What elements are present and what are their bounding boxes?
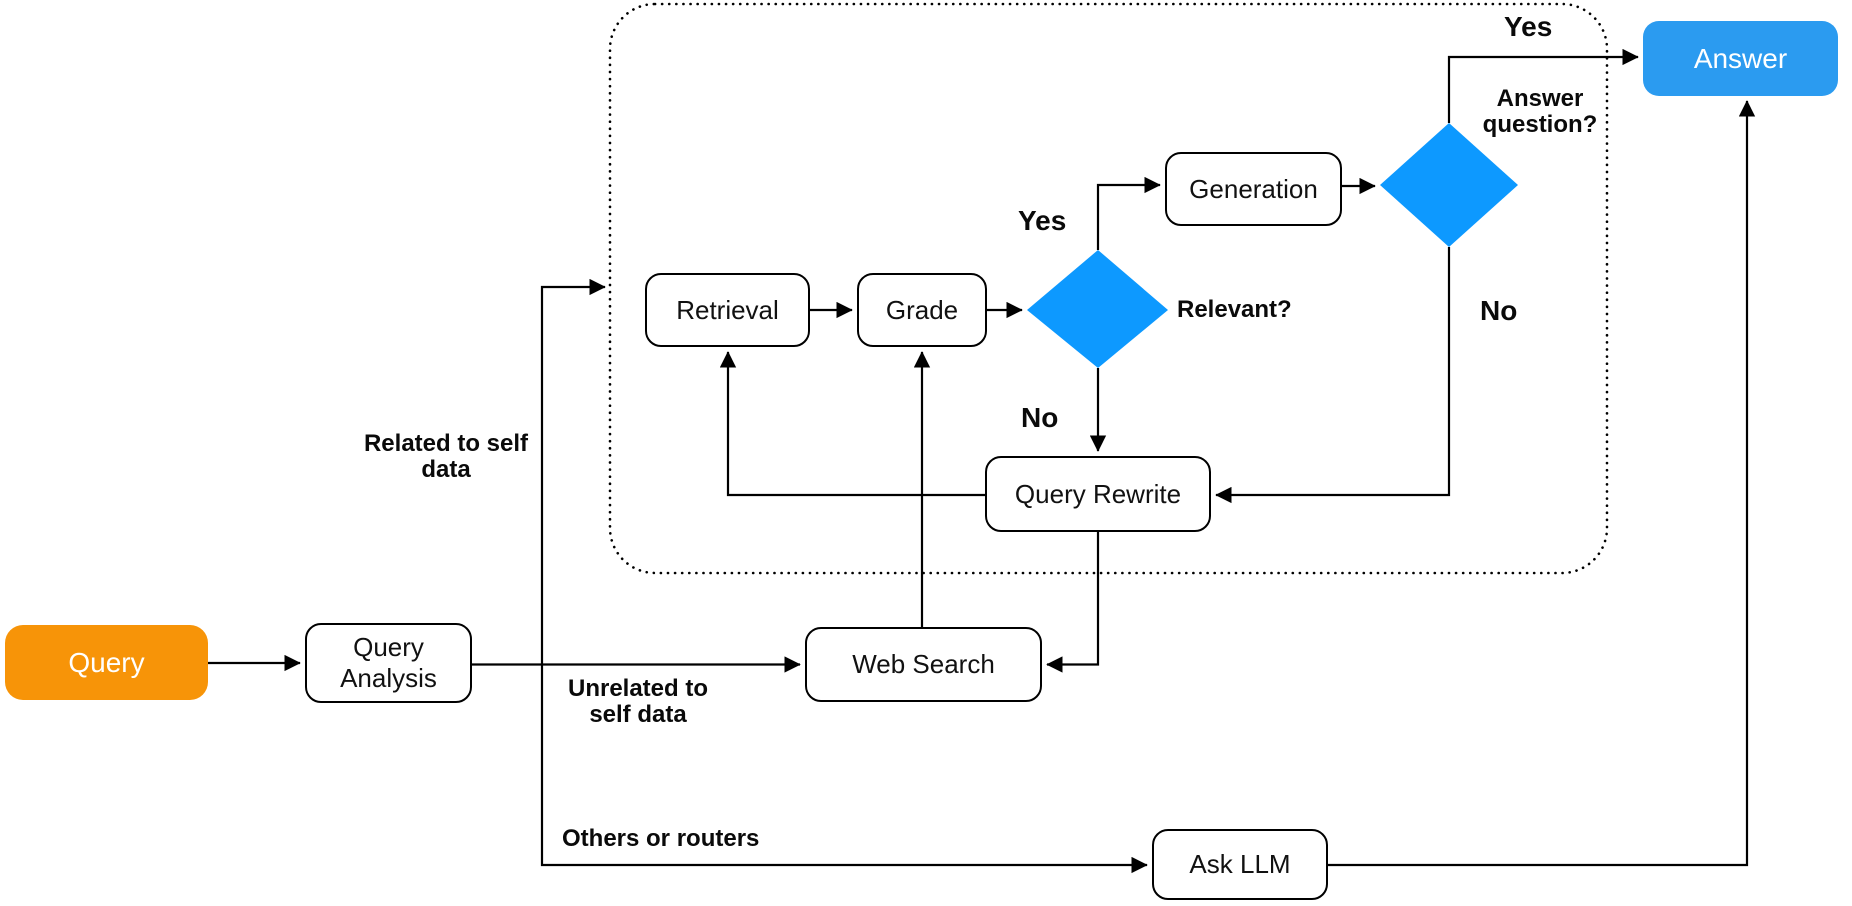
edge-ask-llm-to-answer (1328, 100, 1756, 867)
label-relevant-question: Relevant? (1177, 296, 1292, 323)
label-answer-question-text: Answer question? (1482, 85, 1598, 139)
node-grade: Grade (857, 273, 987, 347)
label-relevant-no: No (1021, 402, 1059, 433)
label-relevant-yes: Yes (1018, 205, 1067, 236)
label-unrelated-to-self-data: Unrelated to self data (567, 675, 708, 729)
node-ask-llm: Ask LLM (1152, 829, 1328, 900)
node-query-rewrite: Query Rewrite (985, 456, 1211, 532)
label-answer-question-no: No (1480, 295, 1518, 326)
node-retrieval: Retrieval (645, 273, 810, 347)
node-generation: Generation (1165, 152, 1342, 226)
edge-query-rewrite-to-retrieval (719, 351, 985, 497)
relevant-decision-diamond (1027, 250, 1168, 368)
edge-others-to-ask-llm (540, 664, 1148, 874)
edge-answer-yes-to-answer (1447, 48, 1639, 123)
node-query: Query (5, 625, 208, 700)
label-others-or-routers: Others or routers (562, 825, 760, 852)
edge-relevant-yes-to-generation (1096, 176, 1161, 250)
edge-query-rewrite-to-web-search (1046, 532, 1100, 673)
node-answer: Answer (1643, 21, 1838, 96)
node-query-analysis: Query Analysis (305, 623, 472, 703)
self-data-dotted-container (608, 2, 1609, 575)
edge-answer-no-to-query-rewrite (1215, 247, 1451, 504)
edge-related-to-container (540, 278, 606, 665)
label-answer-question-yes: Yes (1504, 11, 1553, 42)
node-web-search: Web Search (805, 627, 1042, 702)
label-related-to-self-data: Related to self data (363, 430, 529, 484)
answer-question-decision-diamond (1380, 123, 1518, 247)
